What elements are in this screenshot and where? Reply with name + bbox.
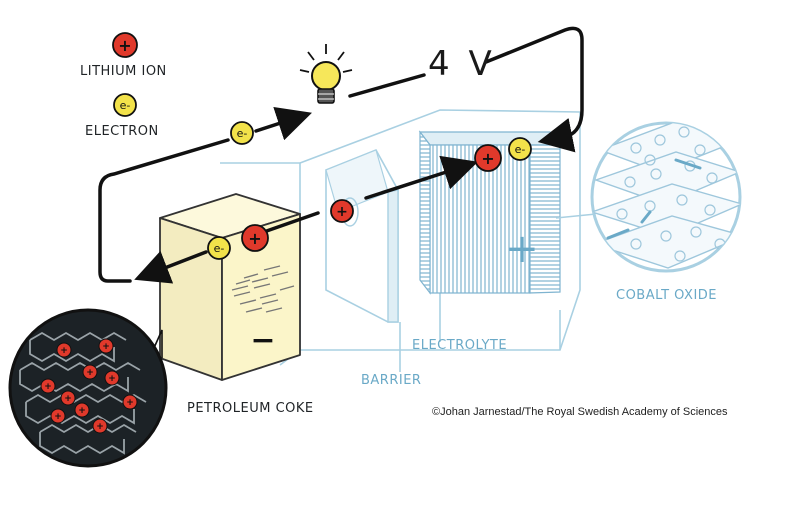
svg-text:+: + xyxy=(102,342,110,352)
voltage-label: 4 V xyxy=(428,44,496,84)
svg-text:+: + xyxy=(78,406,86,416)
electron-particle: e- xyxy=(508,137,532,161)
electron-particle: e- xyxy=(230,121,254,145)
svg-text:+: + xyxy=(118,36,131,55)
coke-texture xyxy=(231,265,295,313)
svg-text:+: + xyxy=(108,374,116,384)
svg-text:+: + xyxy=(60,346,68,356)
legend-lithium-ion-label: LITHIUM ION xyxy=(80,64,167,79)
svg-text:+: + xyxy=(54,412,62,422)
legend-lithium-ion-icon: + xyxy=(112,32,138,58)
svg-text:e-: e- xyxy=(237,127,248,140)
barrier-label: BARRIER xyxy=(361,373,422,388)
svg-text:+: + xyxy=(86,368,94,378)
legend-electron-icon: e- xyxy=(113,93,137,117)
svg-text:+: + xyxy=(44,382,52,392)
callout-lines xyxy=(144,213,597,372)
electrolyte-label: ELECTROLYTE xyxy=(412,338,508,353)
svg-text:+: + xyxy=(96,422,104,432)
lithium-ion-particle: + xyxy=(330,199,354,223)
svg-text:e-: e- xyxy=(214,242,225,255)
battery-casing xyxy=(220,109,581,366)
svg-text:+: + xyxy=(336,204,348,220)
svg-text:e-: e- xyxy=(515,143,526,156)
svg-text:e-: e- xyxy=(120,99,131,112)
legend-electron-label: ELECTRON xyxy=(85,124,159,139)
image-credit: ©Johan Jarnestad/The Royal Swedish Acade… xyxy=(432,406,728,418)
external-circuit xyxy=(98,26,584,283)
anode-block xyxy=(159,193,301,381)
cathode-plus-sign: + xyxy=(505,226,539,272)
svg-text:+: + xyxy=(126,398,134,408)
light-bulb-icon xyxy=(299,44,353,104)
svg-text:+: + xyxy=(248,229,261,248)
svg-text:+: + xyxy=(64,394,72,404)
cobalt-oxide-label: COBALT OXIDE xyxy=(616,288,718,303)
cobalt-oxide-magnifier xyxy=(590,121,742,273)
svg-text:+: + xyxy=(481,149,494,168)
barrier xyxy=(325,148,399,323)
anode-minus-sign: − xyxy=(250,323,275,358)
lithium-ion-particle: + xyxy=(241,224,269,252)
graphite-magnifier: +++ +++ +++ + xyxy=(8,308,168,468)
ion-path-arrows xyxy=(134,155,478,284)
electron-particle: e- xyxy=(207,236,231,260)
lithium-ion-particle: + xyxy=(474,144,502,172)
petroleum-coke-label: PETROLEUM COKE xyxy=(187,401,314,416)
